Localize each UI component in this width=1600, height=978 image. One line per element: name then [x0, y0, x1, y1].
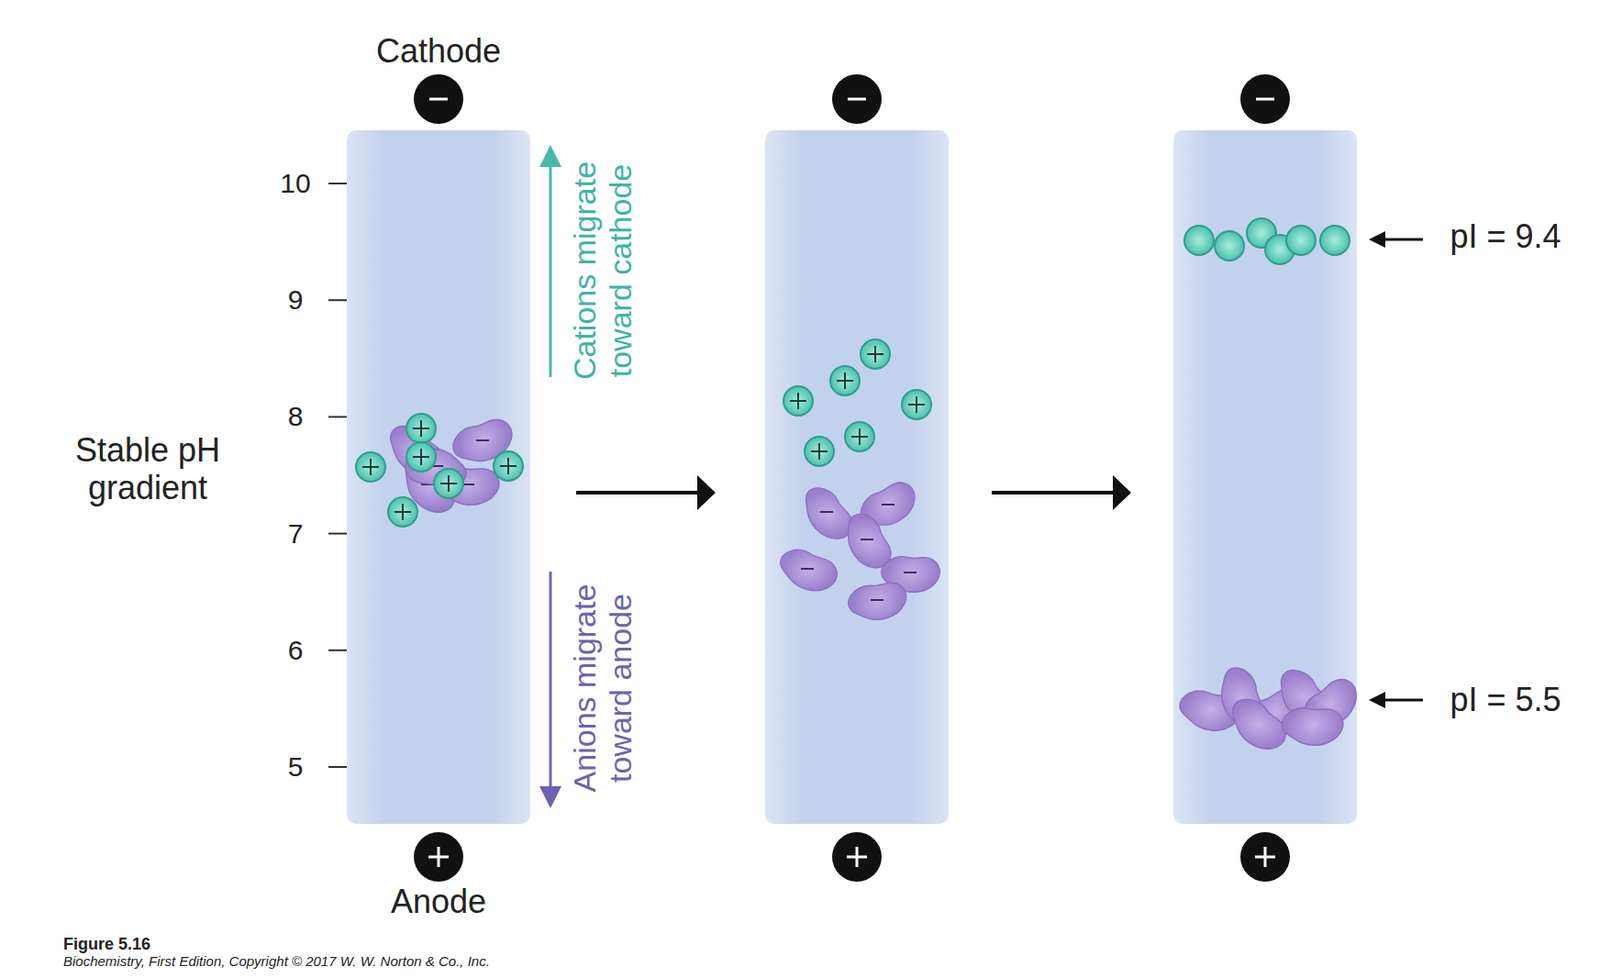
cation-protein — [901, 389, 932, 420]
cation-protein — [433, 468, 464, 499]
plus-sign — [851, 428, 868, 445]
minus-sign — [881, 503, 895, 506]
pointer-arrow — [1381, 699, 1423, 702]
plus-sign — [440, 475, 457, 492]
cathode-symbol — [832, 74, 882, 124]
anion-protein — [1227, 697, 1291, 753]
process-arrow — [991, 490, 1113, 495]
plus-sign — [437, 846, 441, 867]
label-text: Biochemistry, First Edition, Copyright ©… — [63, 953, 490, 969]
label-text: 5 — [288, 751, 304, 784]
anion-protein — [400, 437, 470, 500]
cation-protein — [493, 451, 523, 481]
label-text: Cations migrate toward cathode — [566, 146, 639, 395]
cation-protein — [355, 452, 386, 482]
gel-column — [346, 130, 531, 824]
plus-sign — [855, 846, 859, 867]
plus-sign — [836, 372, 854, 389]
anion-protein — [778, 543, 840, 596]
plus-sign — [500, 457, 517, 475]
plus-sign — [1264, 846, 1267, 867]
plus-sign — [362, 458, 379, 476]
plus-sign — [789, 392, 807, 410]
anion-protein — [1277, 690, 1349, 759]
minus-sign — [800, 567, 814, 570]
minus-sign — [847, 98, 867, 101]
cation-protein — [804, 436, 834, 467]
cation-protein — [1286, 225, 1316, 256]
plus-sign — [908, 396, 925, 413]
tick-mark — [328, 533, 347, 535]
plus-sign — [412, 448, 430, 466]
cation-protein — [830, 366, 860, 396]
tick-mark — [328, 299, 347, 301]
cation-protein — [1320, 225, 1350, 256]
cation-protein — [406, 442, 436, 472]
cation-protein — [860, 339, 890, 369]
cathode-symbol — [413, 74, 464, 124]
label-text: Cathode — [376, 32, 501, 70]
anode-symbol — [832, 832, 882, 882]
cathode-symbol — [1240, 74, 1290, 124]
cation-protein — [1184, 225, 1214, 256]
arrowhead — [539, 144, 562, 167]
label-text: 7 — [288, 517, 304, 550]
plus-sign — [412, 420, 430, 437]
anode-symbol — [413, 832, 464, 882]
tick-mark — [328, 649, 347, 652]
figure-caption: Figure 5.16 — [63, 934, 151, 955]
anode-symbol — [1240, 832, 1290, 882]
plus-sign — [811, 443, 828, 460]
tick-mark — [328, 766, 347, 768]
minus-sign — [429, 98, 448, 101]
arrowhead — [539, 786, 562, 809]
minus-sign — [903, 571, 917, 574]
label-text: 6 — [288, 634, 304, 667]
gel-column — [1173, 130, 1357, 824]
minus-sign — [1255, 98, 1275, 101]
label-text: Stable pH gradient — [55, 431, 240, 508]
anion-arrow — [549, 571, 553, 793]
cation-protein — [388, 497, 418, 527]
anion-protein — [843, 566, 913, 634]
label-text: 9 — [288, 284, 304, 317]
cation-protein — [1214, 231, 1245, 261]
label-text: Anode — [390, 882, 487, 921]
process-arrow — [576, 490, 698, 495]
minus-sign — [476, 439, 489, 442]
arrowhead — [1368, 691, 1386, 709]
label-text: pI = 9.4 — [1449, 217, 1561, 256]
plus-sign — [866, 345, 884, 363]
tick-mark — [328, 182, 347, 185]
cation-protein — [783, 386, 813, 416]
cation-protein — [844, 422, 875, 452]
pointer-arrow — [1381, 238, 1423, 242]
minus-sign — [870, 599, 884, 601]
tick-mark — [328, 415, 347, 418]
arrowhead — [1112, 475, 1132, 511]
minus-sign — [820, 511, 834, 513]
arrowhead — [697, 475, 716, 511]
label-text: 10 — [279, 167, 311, 200]
arrowhead — [1368, 231, 1386, 248]
label-text: pI = 5.5 — [1449, 680, 1561, 719]
cation-protein — [406, 413, 436, 444]
label-text: 8 — [288, 400, 304, 434]
plus-sign — [394, 503, 412, 521]
gel-column — [765, 130, 949, 824]
cation-arrow — [549, 160, 553, 378]
label-text: Anions migrate toward anode — [566, 564, 639, 812]
minus-sign — [860, 538, 874, 541]
